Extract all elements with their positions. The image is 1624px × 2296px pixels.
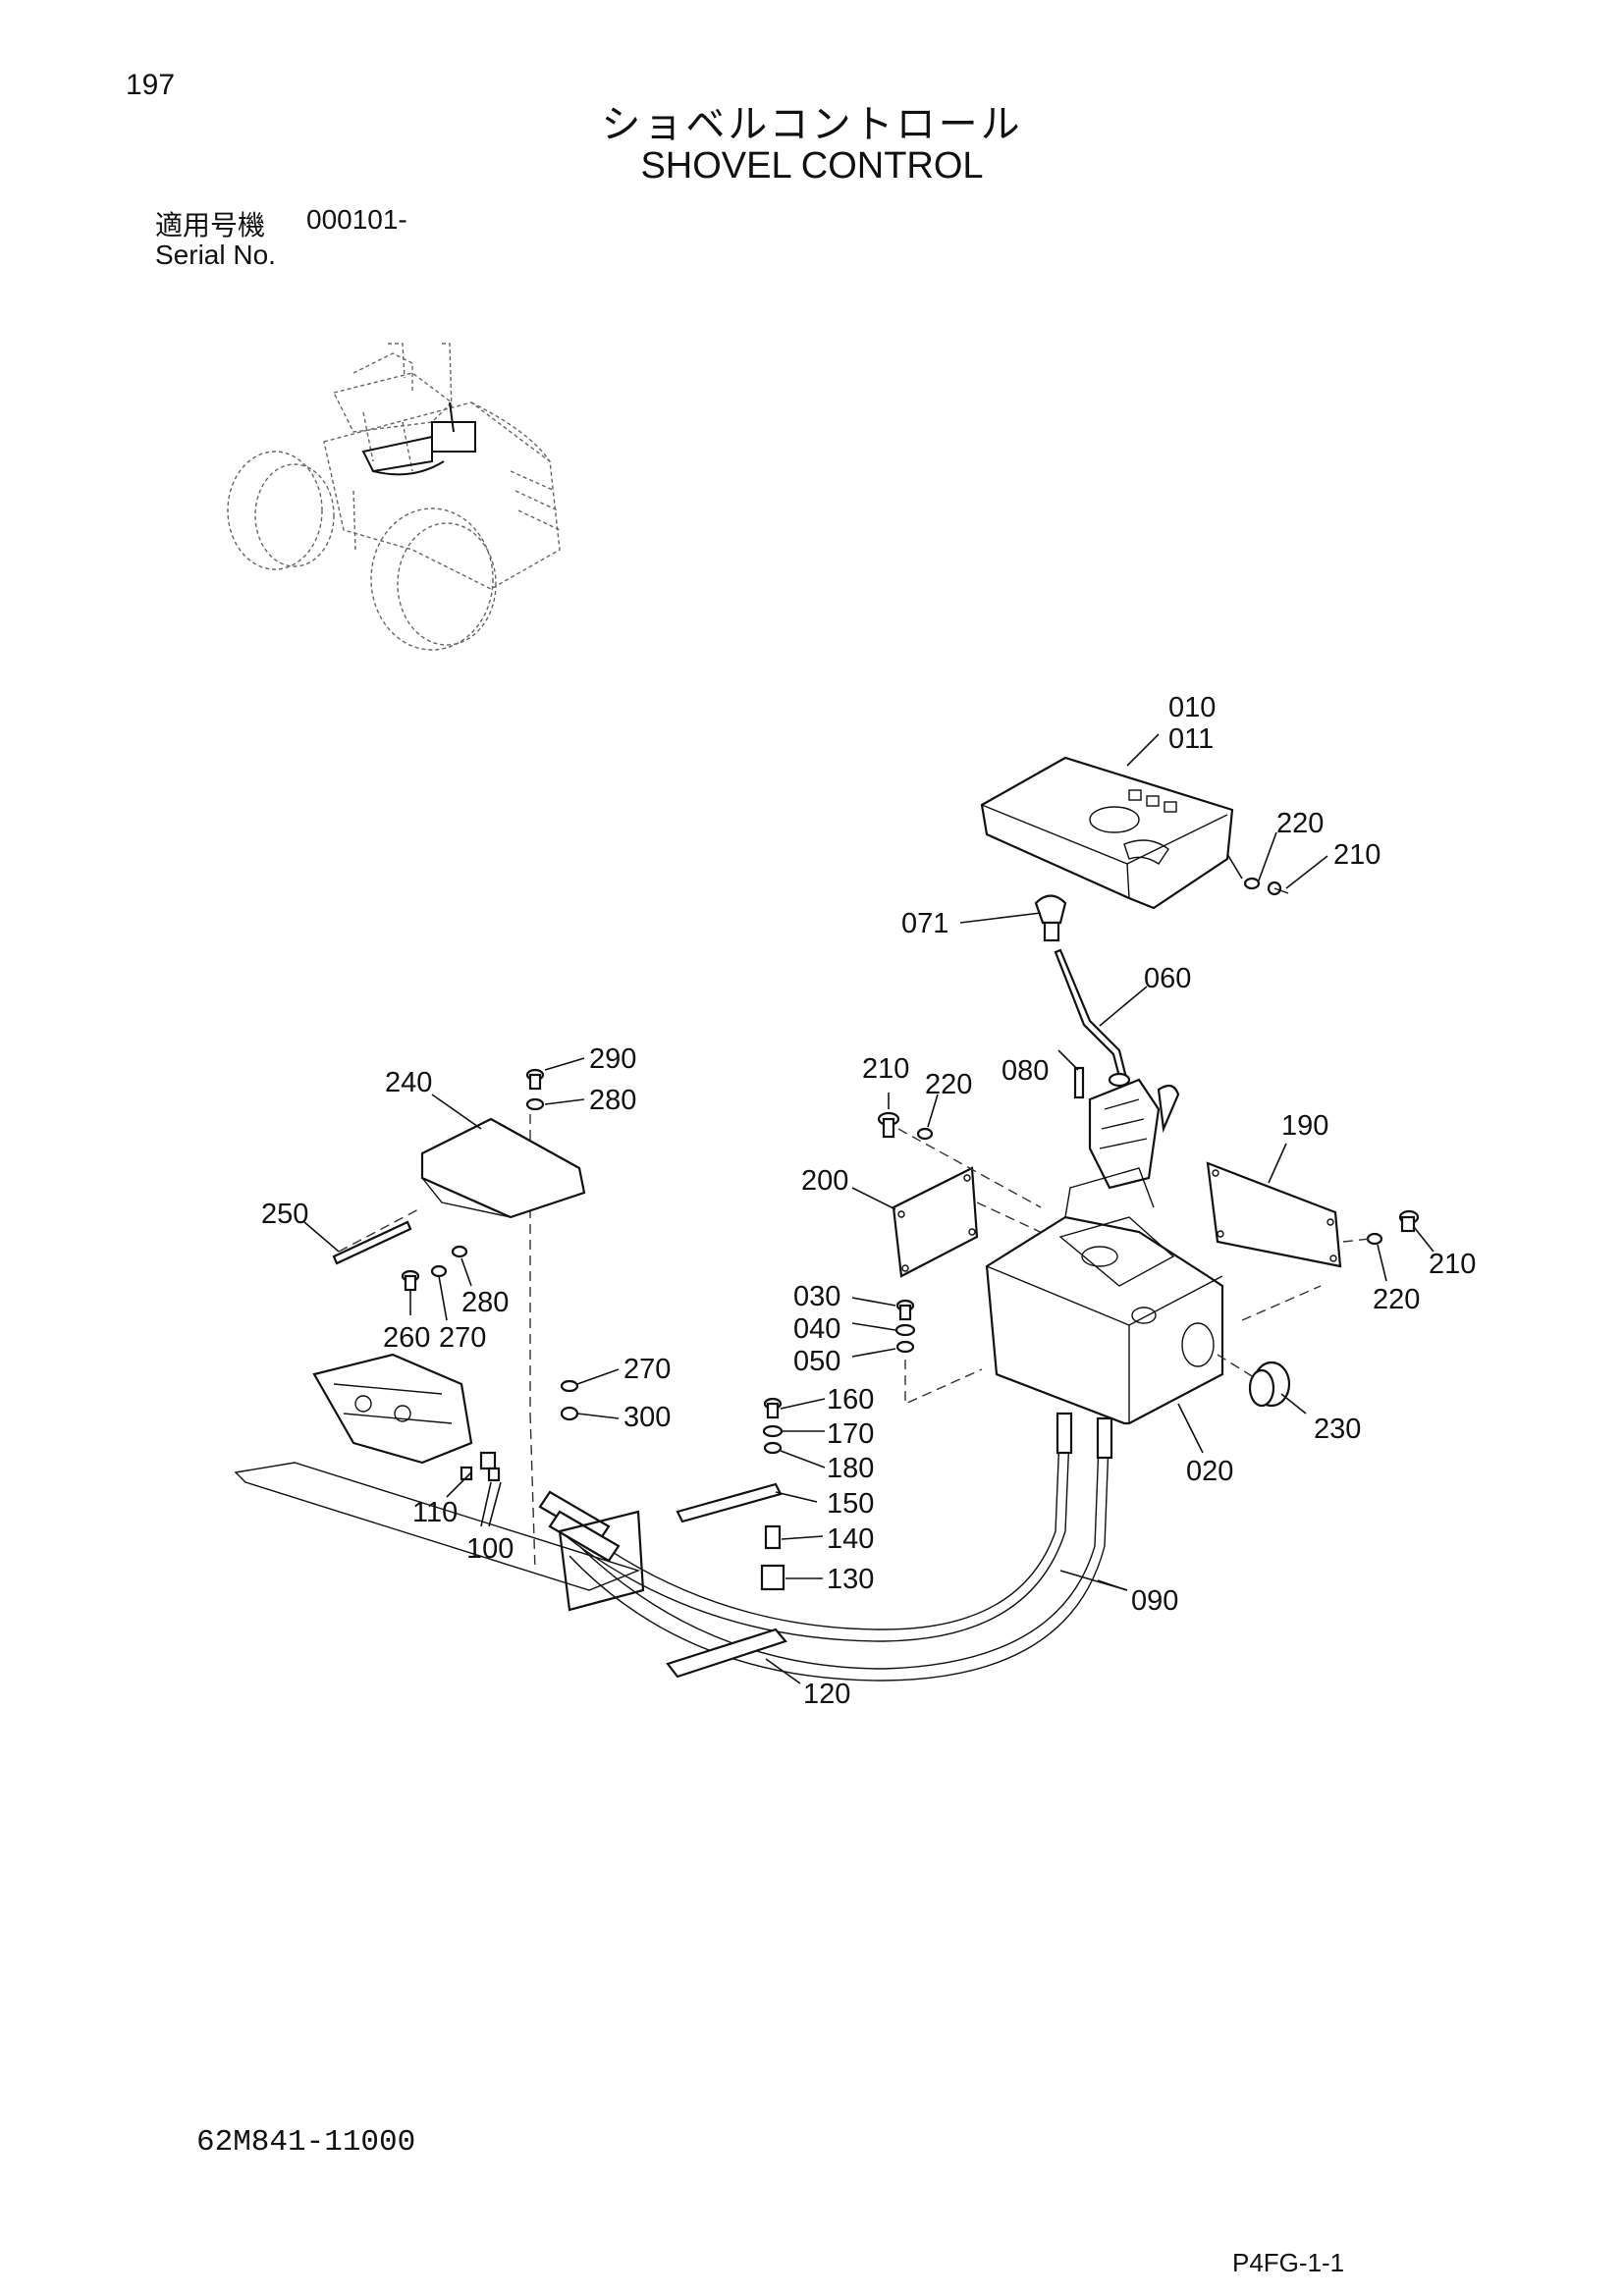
screw-210c xyxy=(1398,1209,1420,1233)
label-220a: 220 xyxy=(1276,808,1324,839)
label-150: 150 xyxy=(827,1488,874,1520)
washer-280a xyxy=(525,1097,545,1111)
label-180: 180 xyxy=(827,1453,874,1484)
lever-060 xyxy=(1054,948,1131,1094)
label-011: 011 xyxy=(1168,723,1214,755)
title-japanese: ショベルコントロール xyxy=(601,102,1023,147)
screw-210b xyxy=(877,1111,900,1139)
control-cables-090 xyxy=(538,1412,1113,1682)
screw-290 xyxy=(525,1068,545,1091)
shift-lever-assembly xyxy=(1088,1072,1180,1190)
label-200: 200 xyxy=(801,1165,848,1197)
serial-label-english: Serial No. xyxy=(155,240,276,270)
label-270b: 270 xyxy=(623,1354,671,1385)
label-290: 290 xyxy=(589,1043,636,1075)
label-250: 250 xyxy=(261,1199,308,1230)
label-100: 100 xyxy=(466,1533,514,1565)
tractor-overview-illustration xyxy=(227,343,561,651)
label-050: 050 xyxy=(793,1346,840,1377)
label-210a: 210 xyxy=(1333,839,1380,871)
label-160: 160 xyxy=(827,1384,874,1415)
control-valve xyxy=(234,1353,641,1591)
rod-150 xyxy=(676,1482,783,1523)
label-020: 020 xyxy=(1186,1456,1233,1487)
label-090: 090 xyxy=(1131,1585,1178,1617)
label-030: 030 xyxy=(793,1281,840,1312)
label-260: 260 xyxy=(383,1322,430,1354)
cap-230 xyxy=(1248,1361,1291,1408)
label-210c: 210 xyxy=(1429,1249,1476,1280)
label-060: 060 xyxy=(1144,963,1191,994)
label-220b: 220 xyxy=(925,1069,972,1100)
label-300: 300 xyxy=(623,1402,671,1433)
plate-190 xyxy=(1206,1161,1342,1268)
washer-280b xyxy=(451,1245,468,1258)
serial-number-value: 000101- xyxy=(306,204,407,235)
screw-210a xyxy=(1267,881,1289,896)
label-010: 010 xyxy=(1168,692,1216,723)
bolt-030-040-050 xyxy=(894,1299,916,1354)
label-220c: 220 xyxy=(1373,1284,1420,1315)
label-140: 140 xyxy=(827,1523,874,1555)
rod-250 xyxy=(332,1220,412,1265)
label-280a: 280 xyxy=(589,1085,636,1116)
label-080: 080 xyxy=(1001,1055,1049,1087)
label-120: 120 xyxy=(803,1679,850,1710)
fitting-100-110 xyxy=(460,1451,501,1482)
washer-220c xyxy=(1366,1232,1383,1246)
collar-130 xyxy=(760,1564,785,1591)
washer-220a xyxy=(1243,877,1261,890)
label-110: 110 xyxy=(412,1497,458,1528)
washer-270b xyxy=(560,1379,579,1393)
label-040: 040 xyxy=(793,1313,840,1345)
title-english: SHOVEL CONTROL xyxy=(640,145,984,187)
label-130: 130 xyxy=(827,1564,874,1595)
spacer-140 xyxy=(764,1524,782,1550)
bolt-080 xyxy=(1073,1066,1085,1099)
label-280b: 280 xyxy=(461,1287,509,1318)
plate-120 xyxy=(666,1628,787,1679)
label-240: 240 xyxy=(385,1067,432,1098)
knob-071 xyxy=(1034,894,1067,942)
page-code: P4FG-1-1 xyxy=(1232,2248,1345,2277)
bolt-160-170-180 xyxy=(762,1397,784,1455)
label-190: 190 xyxy=(1281,1110,1328,1142)
part-catalog-code: 62M841-11000 xyxy=(196,2125,416,2160)
label-230: 230 xyxy=(1314,1414,1361,1445)
cover-240 xyxy=(420,1117,586,1219)
serial-label-japanese: 適用号機 xyxy=(155,209,266,241)
washer-270a xyxy=(430,1264,448,1278)
label-170: 170 xyxy=(827,1418,874,1450)
bracket-020 xyxy=(985,1167,1224,1425)
label-210b: 210 xyxy=(862,1053,909,1085)
cover-010-011 xyxy=(980,756,1234,910)
page-number: 197 xyxy=(126,69,176,101)
plate-200 xyxy=(892,1166,979,1278)
bolt-260 xyxy=(401,1269,420,1292)
label-270a: 270 xyxy=(439,1322,486,1354)
washer-220b xyxy=(916,1127,934,1141)
nut-300 xyxy=(560,1406,579,1421)
label-071: 071 xyxy=(901,908,948,939)
